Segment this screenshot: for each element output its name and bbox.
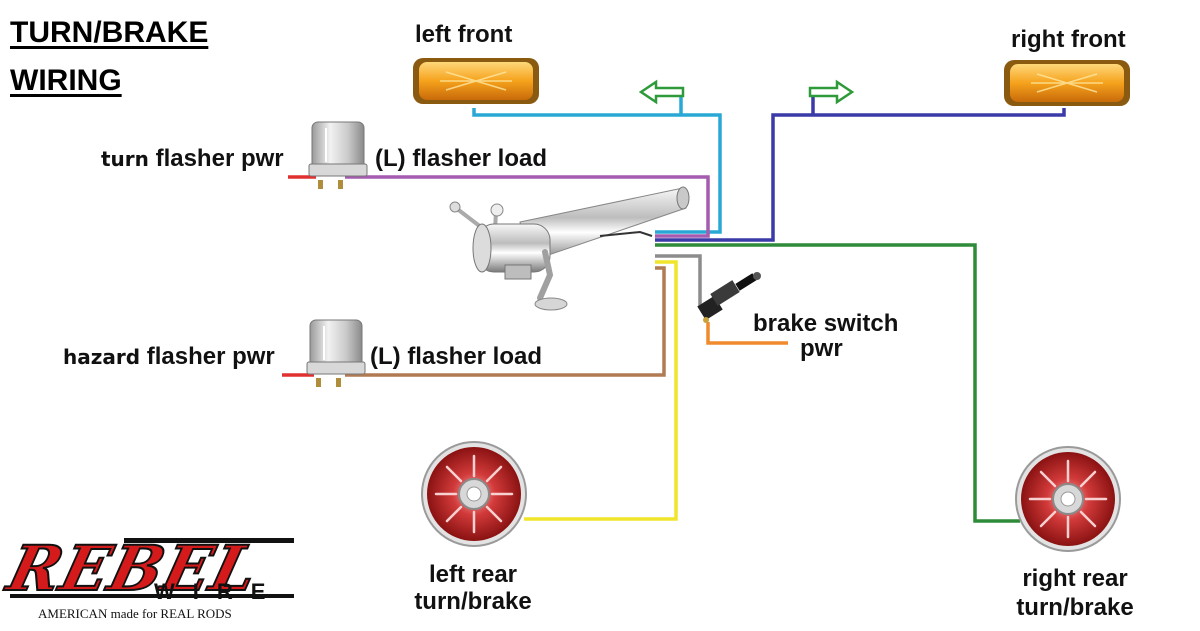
right-arrow-icon bbox=[808, 79, 855, 105]
label-flasher-pwr: flasher pwr bbox=[155, 145, 284, 172]
wire-brake-switch-pwr bbox=[706, 322, 788, 345]
left-front-lamp-icon bbox=[413, 58, 539, 104]
right-rear-lamp-icon bbox=[1015, 446, 1121, 552]
logo-word: WIRE bbox=[154, 579, 284, 604]
label-right-rear-turn-brake: turn/brake bbox=[1016, 594, 1134, 621]
right-front-lamp-icon bbox=[1004, 60, 1130, 106]
brake-switch-icon bbox=[697, 272, 761, 323]
label-hazard-flasher-pwr: hazard flasher pwr bbox=[63, 345, 275, 369]
label-hazard-prefix: hazard bbox=[63, 345, 141, 369]
label-right-front: right front bbox=[1011, 26, 1126, 53]
left-arrow-icon bbox=[638, 79, 685, 105]
rebel-wire-logo-graphic bbox=[4, 516, 300, 626]
label-brake-switch: brake switch bbox=[753, 310, 899, 337]
wire-right-rear bbox=[655, 243, 1020, 523]
label-left-rear-turn-brake: turn/brake bbox=[414, 588, 532, 615]
wire-turn-flasher-load bbox=[345, 175, 710, 238]
label-brake-switch-pwr: pwr bbox=[800, 335, 843, 362]
logo-tagline: AMERICAN made for REAL RODS bbox=[38, 606, 232, 621]
wire-right-front bbox=[655, 108, 1066, 242]
label-hazard-flasher-pwr-text: flasher pwr bbox=[146, 343, 275, 370]
turn-flasher-icon bbox=[308, 121, 368, 189]
diagram-title-line-2: WIRING bbox=[10, 64, 122, 97]
label-right-rear: right rear bbox=[1022, 565, 1128, 592]
wire-brake-switch bbox=[655, 254, 702, 308]
wire-hazard-flasher-load bbox=[345, 266, 666, 377]
label-turn-flasher-load: (L) flasher load bbox=[375, 145, 548, 172]
wire-left-front bbox=[472, 108, 722, 234]
rebel-wire-logo: REBEL WIRE AMERICAN made for REAL RODS bbox=[0, 516, 300, 626]
wire-left-rear bbox=[524, 260, 678, 521]
left-rear-lamp-icon bbox=[421, 441, 527, 547]
label-turn-prefix: turn bbox=[101, 147, 149, 171]
label-left-rear: left rear bbox=[428, 561, 518, 588]
label-turn-flasher-pwr: turn flasher pwr bbox=[101, 147, 284, 171]
hazard-flasher-icon bbox=[306, 319, 366, 387]
diagram-title-line-1: TURN/BRAKE bbox=[10, 16, 209, 49]
steering-column-icon bbox=[449, 186, 690, 311]
label-hazard-flasher-load: (L) flasher load bbox=[370, 343, 543, 370]
label-left-front: left front bbox=[415, 21, 513, 48]
